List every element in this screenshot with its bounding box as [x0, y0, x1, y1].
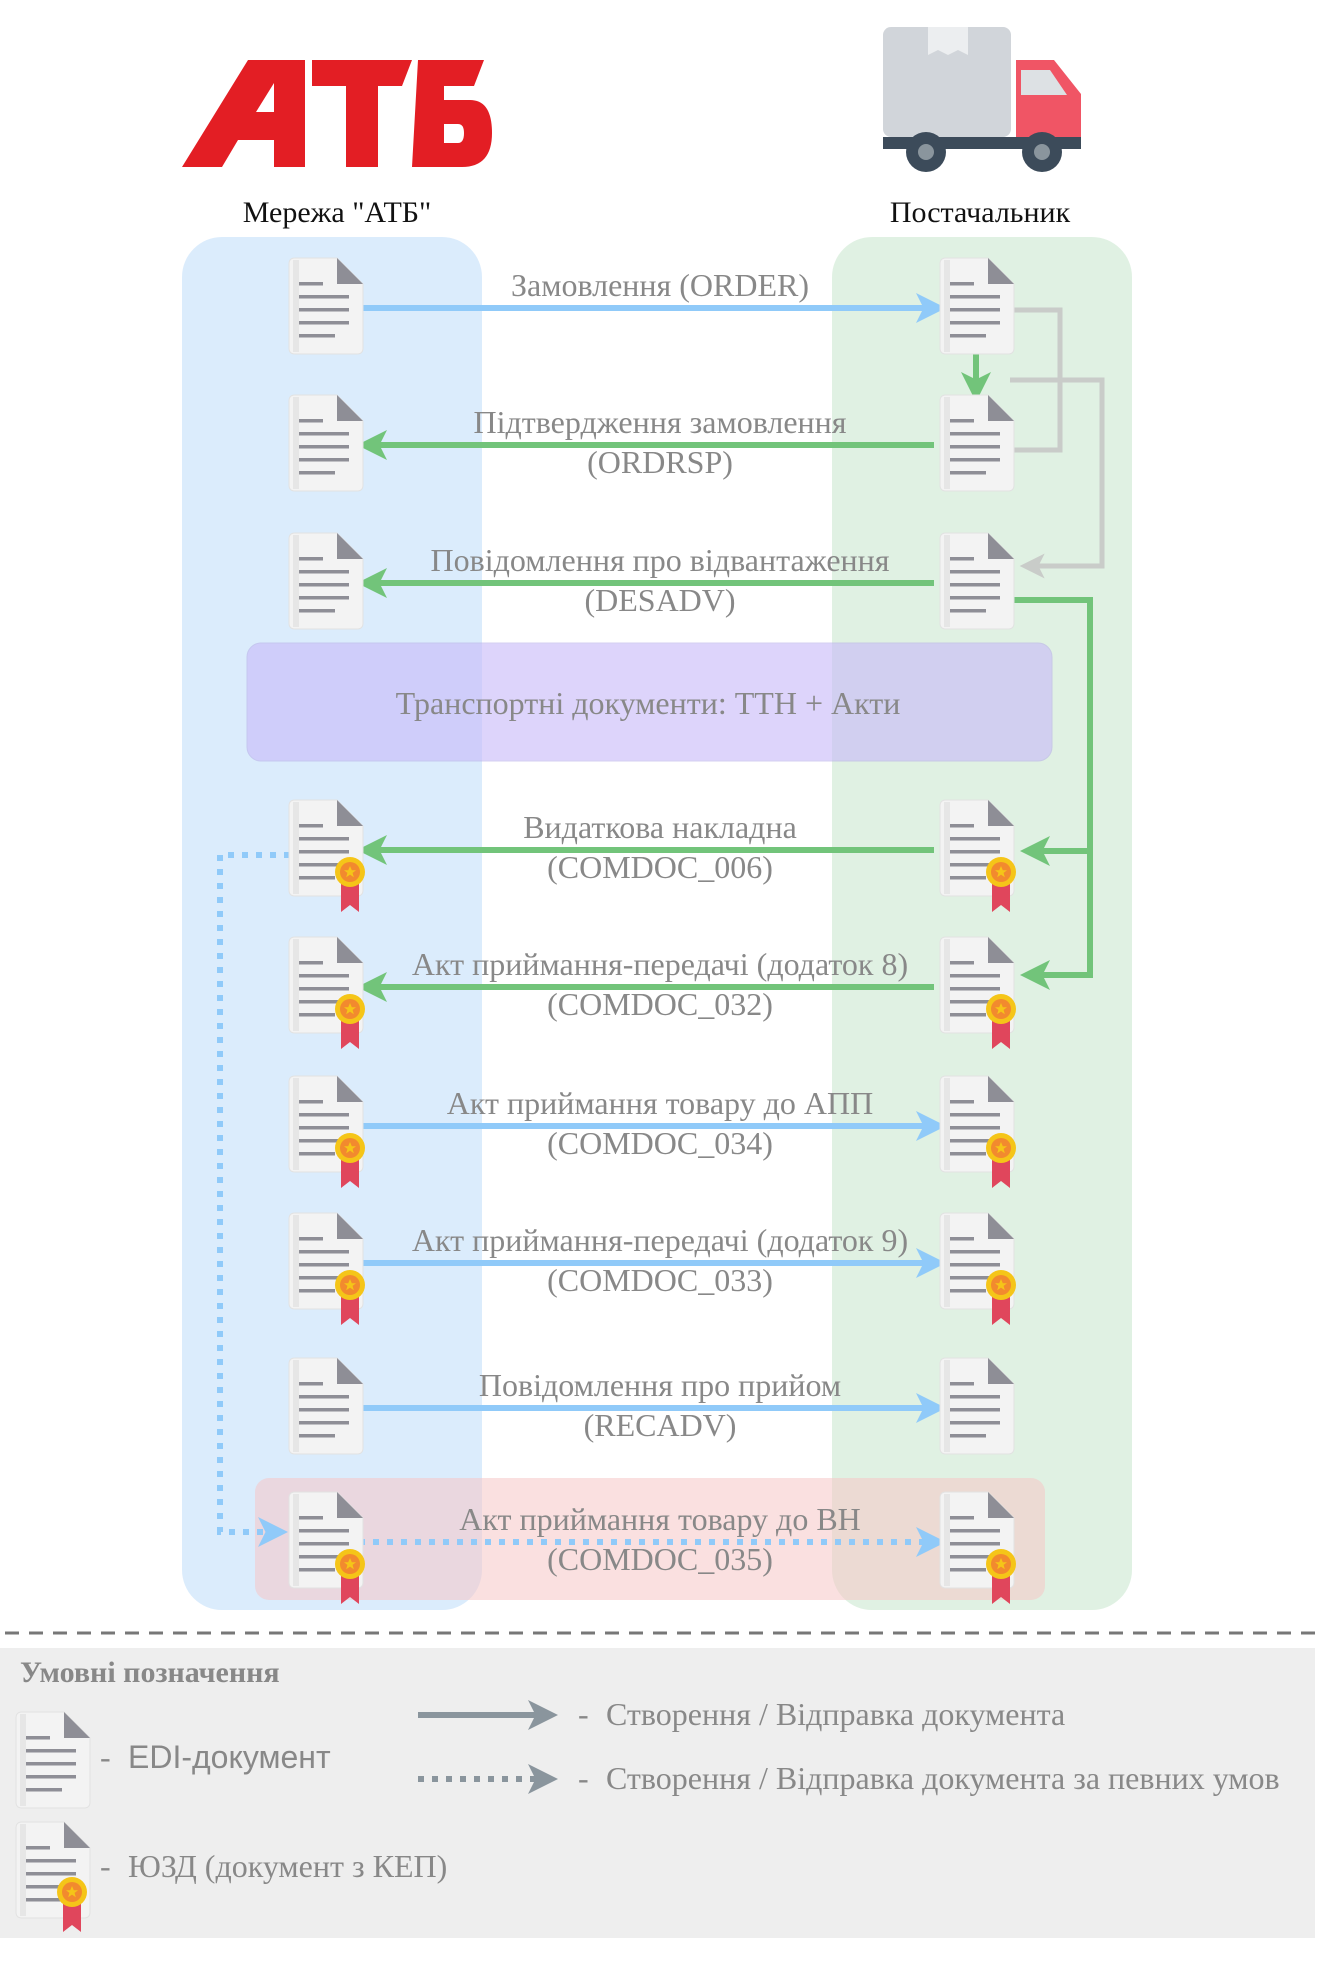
atb-document-icon	[288, 394, 364, 492]
flow-label: Акт приймання-передачі (додаток 8)	[412, 946, 908, 982]
legend-dotted-label: Створення / Відправка документа за певни…	[606, 1760, 1280, 1796]
supplier-document-icon	[939, 394, 1015, 492]
transport-documents-label: Транспортні документи: ТТН + Акти	[396, 685, 901, 721]
legend-edi-icon	[15, 1711, 91, 1809]
legend-yuzd-dash: -	[100, 1848, 111, 1884]
flow-code: (DESADV)	[584, 582, 735, 618]
legend-dotted-dash: -	[578, 1760, 589, 1796]
flow-code: (COMDOC_033)	[547, 1262, 773, 1298]
legend-edi-dash: -	[100, 1739, 111, 1775]
comdoc-035-box	[255, 1478, 1045, 1600]
flow-row: Повідомлення про прийом (RECADV)	[288, 1357, 1015, 1455]
atb-column-title: Мережа "АТБ"	[243, 196, 432, 229]
flow-row: Акт приймання товару до АПП (COMDOC_034)	[288, 1075, 1016, 1188]
flow-code: (RECADV)	[584, 1407, 737, 1443]
legend-title: Умовні позначення	[20, 1656, 280, 1689]
legend-edi-label: EDI-документ	[128, 1739, 331, 1775]
flow-label: Акт приймання товару до АПП	[447, 1085, 873, 1121]
flow-code: (COMDOC_034)	[547, 1125, 773, 1161]
flow-label: Акт приймання товару до ВН	[459, 1501, 861, 1537]
flow-label: Видаткова накладна	[523, 809, 797, 845]
flow-label: Акт приймання-передачі (додаток 9)	[412, 1222, 908, 1258]
atb-document-icon	[288, 257, 364, 355]
transport-documents-box	[246, 642, 1053, 762]
flow-label: Повідомлення про відвантаження	[430, 542, 889, 578]
flow-code: (ORDRSP)	[587, 444, 733, 480]
supplier-document-icon	[939, 532, 1015, 630]
flow-row: Замовлення (ORDER)	[288, 257, 1015, 355]
supplier-document-icon	[939, 1357, 1015, 1455]
flow-row: Видаткова накладна (COMDOC_006)	[288, 799, 1016, 912]
flow-row: Повідомлення про відвантаження (DESADV)	[288, 532, 1015, 630]
supplier-document-icon	[939, 257, 1015, 355]
flow-code: (COMDOC_035)	[547, 1541, 773, 1577]
flow-row: Акт приймання товару до ВН (COMDOC_035)	[288, 1491, 1016, 1604]
flow-label: Підтвердження замовлення	[473, 404, 846, 440]
flow-row: Акт приймання-передачі (додаток 9) (COMDO…	[288, 1212, 1016, 1325]
conditional-connector	[217, 852, 290, 1547]
flow-row: Акт приймання-передачі (додаток 8) (COMDO…	[288, 936, 1016, 1049]
flow-label: Замовлення (ORDER)	[511, 267, 809, 303]
atb-document-icon	[288, 1357, 364, 1455]
legend-solid-dash: -	[578, 1696, 589, 1732]
atb-logo	[182, 60, 492, 167]
legend-panel	[0, 1648, 1315, 1938]
flow-label: Повідомлення про прийом	[479, 1367, 841, 1403]
atb-document-icon	[288, 532, 364, 630]
legend-yuzd-label: ЮЗД (документ з КЕП)	[128, 1848, 447, 1884]
flow-row: Підтвердження замовлення (ORDRSP)	[288, 394, 1015, 492]
truck-icon	[883, 27, 1081, 172]
legend: Умовні позначення - EDI-документ - ЮЗД (…	[0, 1648, 1315, 1938]
flows-layer: Замовлення (ORDER) Підтвердження замовлен…	[288, 257, 1016, 1604]
flow-code: (COMDOC_006)	[547, 849, 773, 885]
supplier-column-title: Постачальник	[890, 196, 1071, 229]
supplier-internal-flows	[961, 307, 1105, 990]
flow-code: (COMDOC_032)	[547, 986, 773, 1022]
legend-solid-label: Створення / Відправка документа	[606, 1696, 1065, 1732]
